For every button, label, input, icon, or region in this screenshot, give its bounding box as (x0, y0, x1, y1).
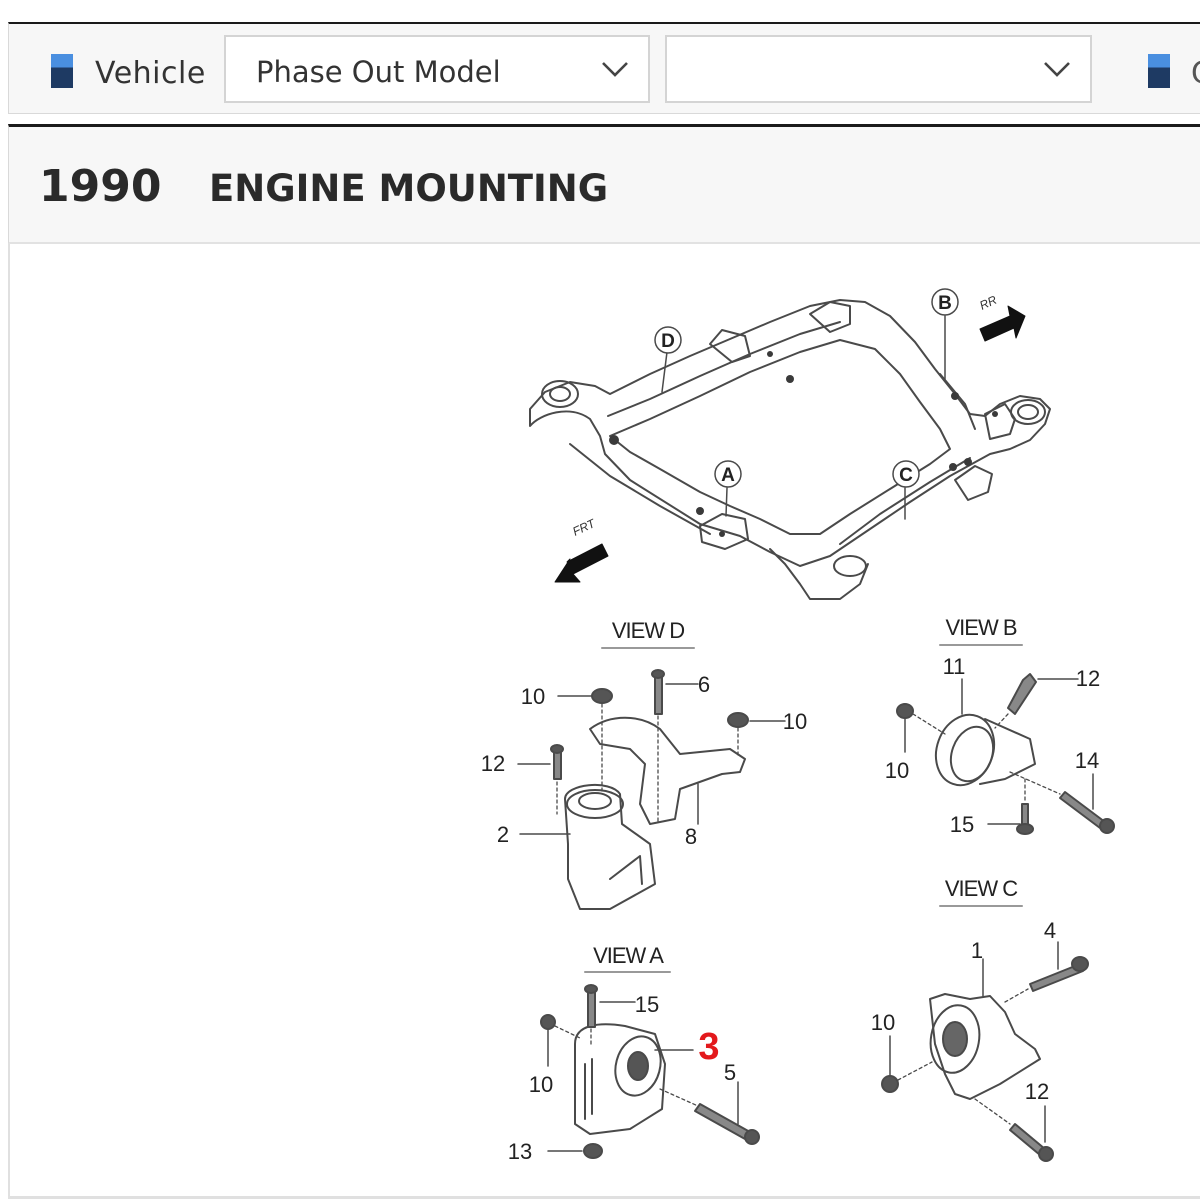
title-bar: 1990 ENGINE MOUNTING (8, 124, 1200, 244)
part-number-label[interactable]: 14 (1075, 748, 1099, 773)
highlighted-part-number[interactable]: 3 (698, 1026, 719, 1068)
model-select-value: Phase Out Model (256, 55, 501, 89)
callout-b[interactable] (931, 288, 959, 316)
callout-label-b: B (938, 293, 952, 314)
part-number-label[interactable]: 4 (1044, 918, 1056, 943)
chevron-down-icon (1044, 62, 1070, 77)
next-filter-label: C (1191, 56, 1200, 91)
part-number-label[interactable]: 10 (529, 1072, 553, 1097)
callout-label-d: D (661, 331, 675, 352)
part-number-label[interactable]: 12 (1025, 1079, 1049, 1104)
part-number-label[interactable]: 10 (871, 1010, 895, 1035)
part-number-label[interactable]: 15 (635, 992, 659, 1017)
view-c-illustration (881, 905, 1089, 1162)
part-number-label[interactable]: 5 (724, 1060, 736, 1085)
part-number-label[interactable]: 10 (885, 758, 909, 783)
part-number-label[interactable]: 11 (943, 654, 966, 679)
callout-label-c: C (899, 465, 913, 486)
view-c-title: VIEW C (945, 876, 1018, 901)
view-a-title: VIEW A (593, 943, 664, 968)
part-number-label[interactable]: 10 (521, 684, 545, 709)
sub-model-select[interactable] (665, 35, 1092, 103)
blue-square-icon (1148, 54, 1170, 88)
callout-a[interactable] (714, 460, 742, 488)
view-d-illustration (517, 647, 786, 910)
part-number-label[interactable]: 6 (698, 672, 710, 697)
rear-arrow-icon (979, 305, 1026, 342)
part-number-label[interactable]: 8 (685, 824, 697, 849)
callout-d[interactable] (654, 326, 682, 354)
filter-bar: Vehicle Phase Out Model C (8, 22, 1200, 114)
part-number-label[interactable]: 1 (971, 938, 983, 963)
rear-direction-label: RR (977, 293, 999, 313)
part-number-label[interactable]: 12 (1076, 666, 1100, 691)
part-number-label[interactable]: 2 (497, 822, 509, 847)
top-strip (0, 0, 1200, 22)
part-number-label[interactable]: 10 (783, 709, 807, 734)
diagram-panel: D B A C FRT RR VIEW D VIEW B VIEW C VIEW… (8, 244, 1200, 1199)
front-direction-label: FRT (570, 516, 598, 539)
part-number-label[interactable]: 13 (508, 1139, 532, 1164)
parts-diagram: D B A C FRT RR VIEW D VIEW B VIEW C VIEW… (481, 288, 1115, 1164)
callout-c[interactable] (892, 460, 920, 488)
page-title: ENGINE MOUNTING (209, 167, 609, 210)
callout-label-a: A (721, 465, 735, 486)
view-b-illustration (896, 644, 1115, 835)
part-number-label[interactable]: 15 (950, 812, 974, 837)
part-number-label[interactable]: 12 (481, 751, 505, 776)
view-b-title: VIEW B (945, 615, 1016, 640)
chevron-down-icon (602, 62, 628, 77)
vehicle-label: Vehicle (95, 56, 206, 91)
view-d-title: VIEW D (612, 618, 684, 643)
view-a-illustration (540, 971, 760, 1159)
subframe-illustration (529, 299, 1051, 600)
group-code: 1990 (39, 161, 162, 212)
front-arrow-icon (554, 543, 609, 583)
model-select[interactable]: Phase Out Model (224, 35, 650, 103)
blue-square-icon (51, 54, 73, 88)
